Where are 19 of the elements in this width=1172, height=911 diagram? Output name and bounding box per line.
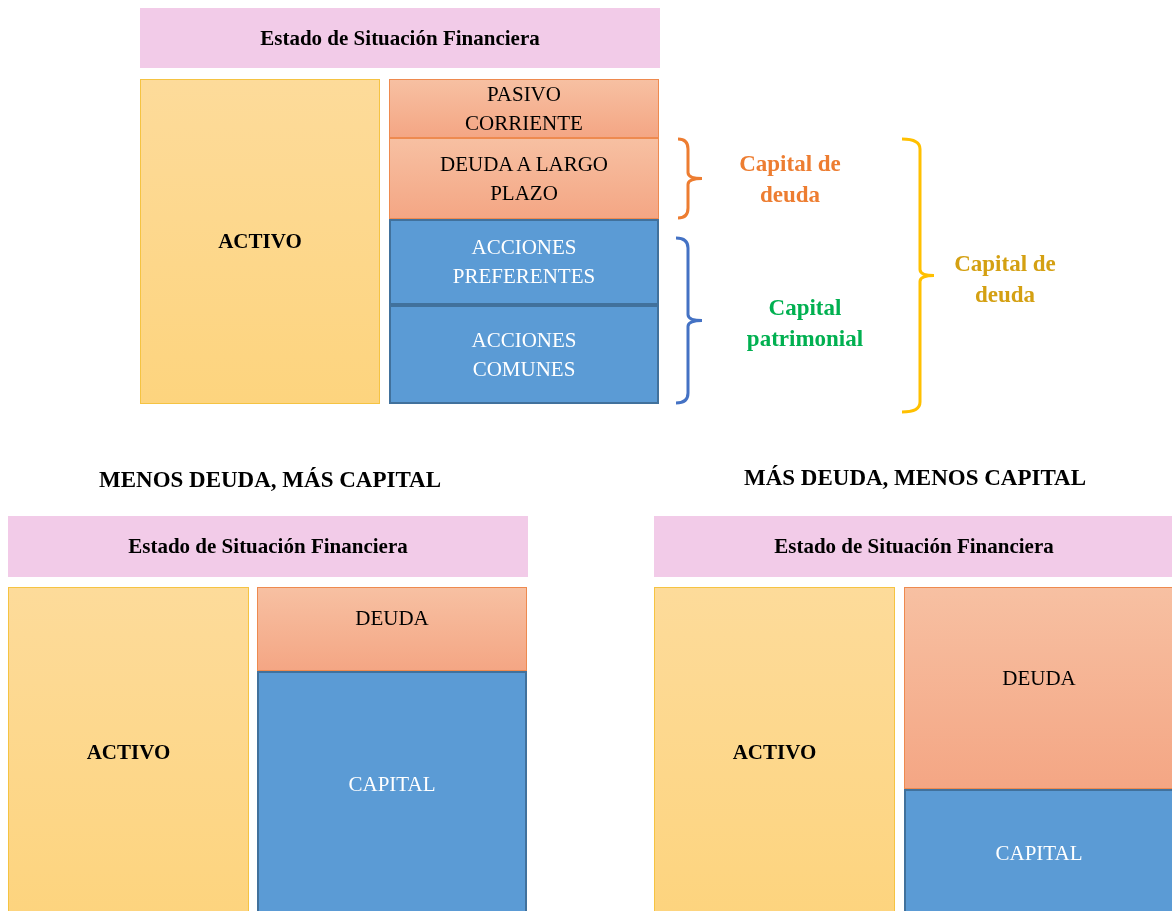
debt-block: DEUDA A LARGO PLAZO xyxy=(389,138,659,219)
statement-title-bar: Estado de Situación Financiera xyxy=(8,516,528,577)
debt-block: DEUDA xyxy=(904,587,1172,789)
asset-block: ACTIVO xyxy=(140,79,380,404)
section-heading: MENOS DEUDA, MÁS CAPITAL xyxy=(97,466,442,494)
section-heading: MÁS DEUDA, MENOS CAPITAL xyxy=(742,464,1087,492)
statement-title-bar: Estado de Situación Financiera xyxy=(140,8,660,68)
asset-block: ACTIVO xyxy=(654,587,895,911)
equity-block: ACCIONES PREFERENTES xyxy=(389,219,659,305)
bracket-label: Capital de deuda xyxy=(953,250,1057,309)
equity-block: CAPITAL xyxy=(904,789,1172,911)
debt-block: DEUDA xyxy=(257,587,527,671)
statement-title-bar: Estado de Situación Financiera xyxy=(654,516,1172,577)
equity-block: CAPITAL xyxy=(257,671,527,911)
asset-block: ACTIVO xyxy=(8,587,249,911)
bracket-label: Capital patrimonial xyxy=(745,294,865,353)
equity-block: ACCIONES COMUNES xyxy=(389,305,659,404)
bracket-label: Capital de deuda xyxy=(738,150,842,209)
debt-block: PASIVO CORRIENTE xyxy=(389,79,659,138)
